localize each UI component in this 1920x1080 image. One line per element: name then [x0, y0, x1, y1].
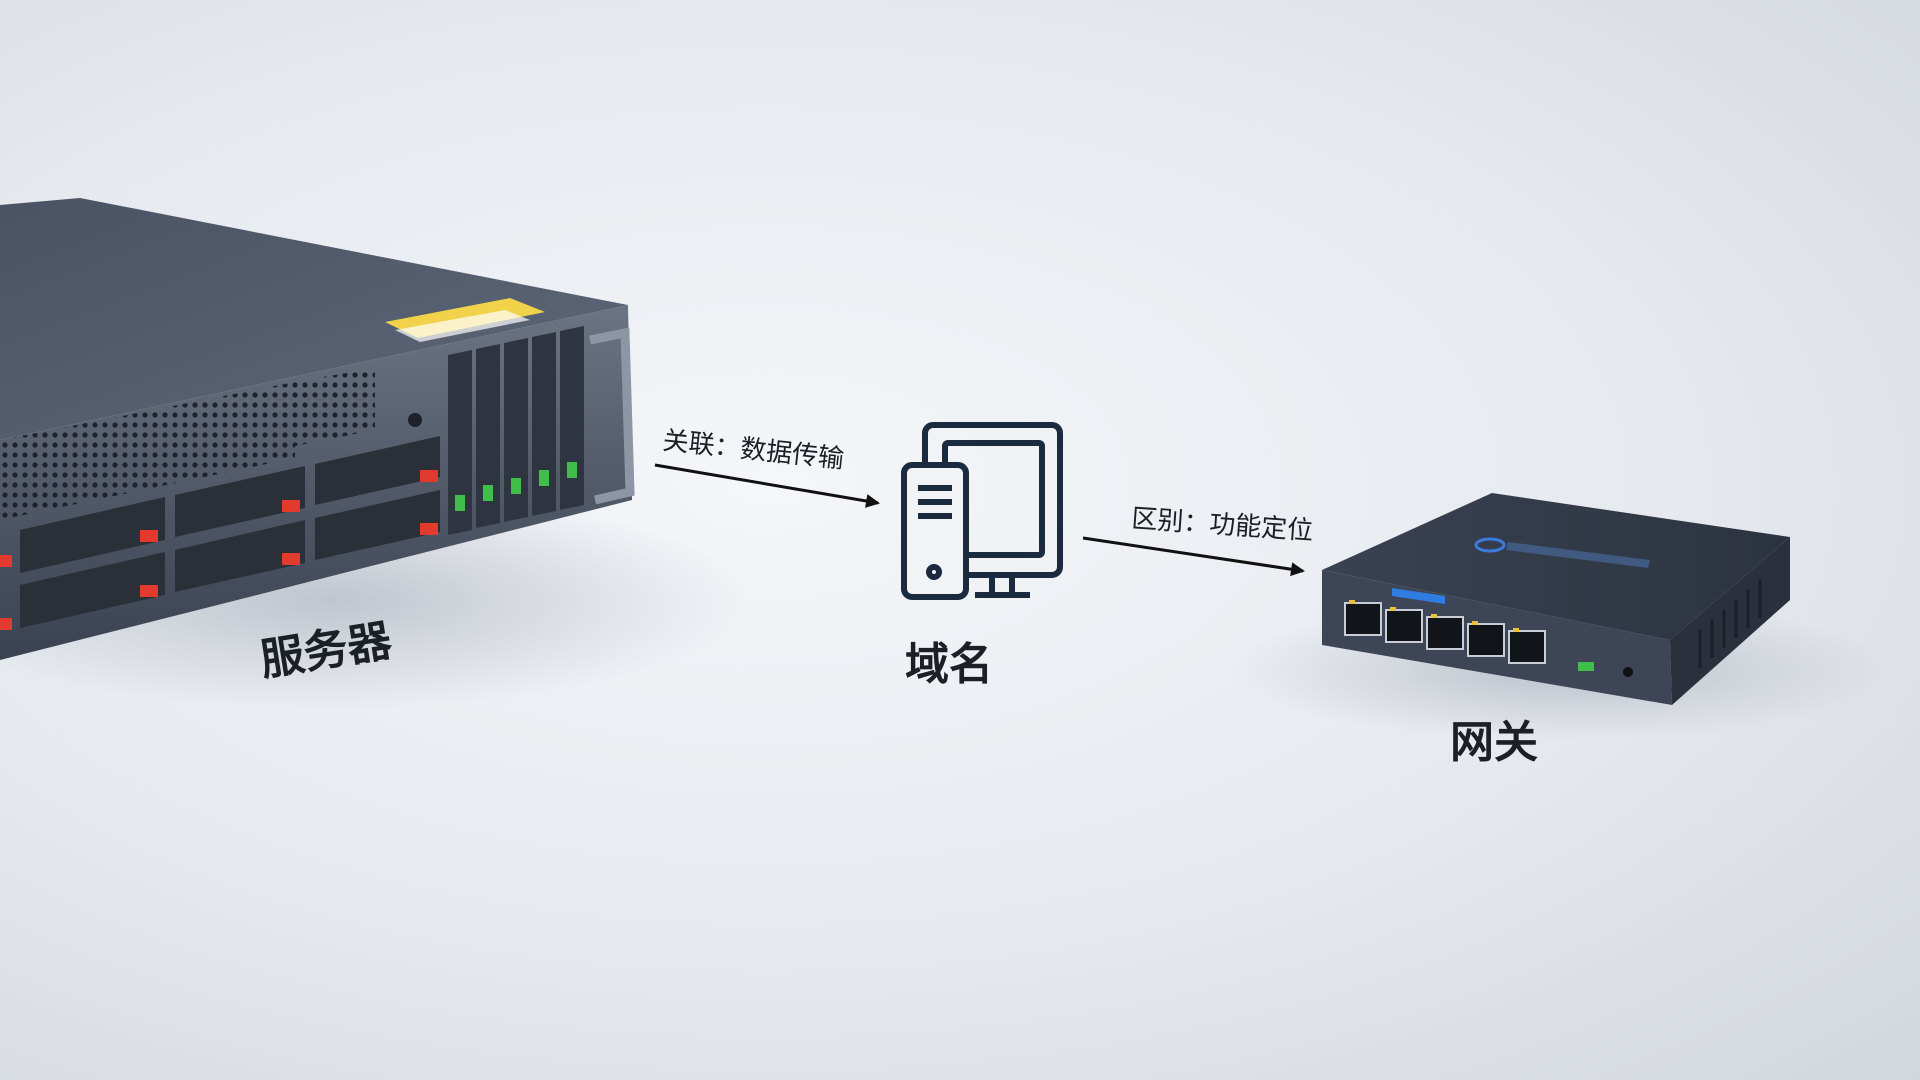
network-switch-icon [1230, 493, 1890, 740]
edge-arrow-server-domain [654, 463, 880, 508]
gateway-label: 网关 [1450, 717, 1538, 768]
edge-arrow-domain-gateway [1082, 536, 1305, 577]
domain-label: 域名 [905, 639, 993, 690]
rack-server-icon [0, 198, 750, 710]
computer-icon [901, 422, 1063, 600]
